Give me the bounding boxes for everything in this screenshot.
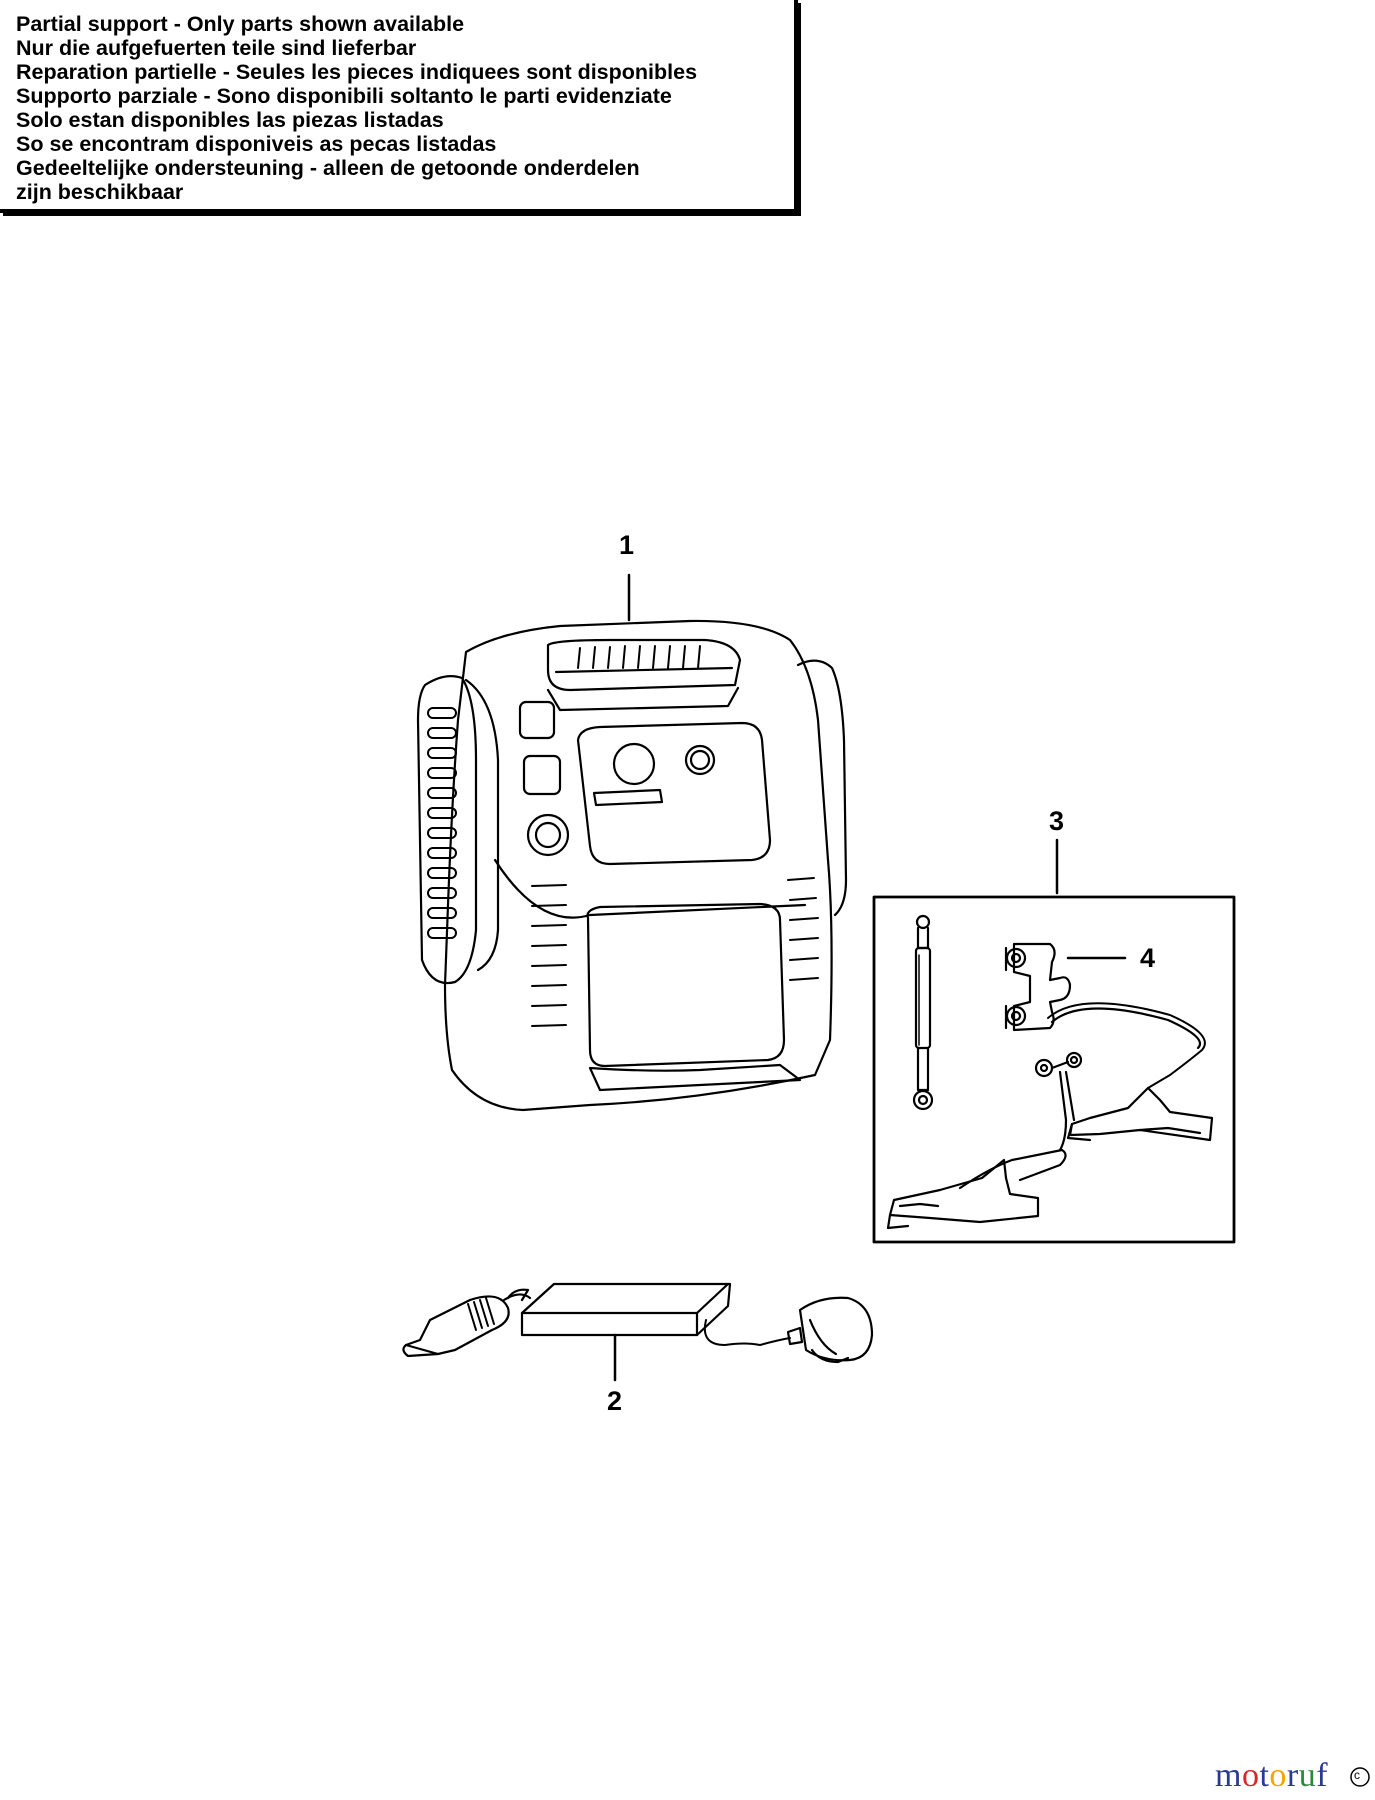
watermark-letter: r xyxy=(1286,1757,1299,1794)
watermark-letter: o xyxy=(1269,1757,1287,1794)
part-2-charger-adapter xyxy=(402,1282,874,1382)
watermark-badge-letter: c xyxy=(1354,1768,1360,1782)
watermark-badge-icon xyxy=(1350,1767,1370,1787)
part-4-connector-block xyxy=(1004,942,1127,1032)
notice-line-nl: Gedeeltelijke ondersteuning - alleen de … xyxy=(16,156,640,180)
callout-part-1: 1 xyxy=(619,530,635,560)
watermark-letter: o xyxy=(1241,1757,1260,1794)
part-3-accessory-kit xyxy=(872,838,1236,1244)
notice-box: Partial support - Only parts shown avail… xyxy=(0,0,798,213)
notice-line-pt: So se encontram disponiveis as pecas lis… xyxy=(16,132,497,156)
notice-line-it: Supporto parziale - Sono disponibili sol… xyxy=(16,84,672,108)
part-1-jump-starter-unit xyxy=(416,573,848,1112)
notice-line-de: Nur die aufgefuerten teile sind lieferba… xyxy=(16,36,417,60)
notice-line-nl-cont: zijn beschikbaar xyxy=(16,180,184,204)
watermark-letter: u xyxy=(1298,1757,1317,1794)
notice-line-en: Partial support - Only parts shown avail… xyxy=(16,12,465,36)
notice-line-es: Solo estan disponibles las piezas listad… xyxy=(16,108,444,132)
watermark-letter: f xyxy=(1316,1757,1329,1794)
notice-line-fr: Reparation partielle - Seules les pieces… xyxy=(16,60,698,84)
watermark-letter: m xyxy=(1215,1757,1242,1794)
callout-part-4: 4 xyxy=(1140,943,1156,973)
callout-part-3: 3 xyxy=(1049,806,1065,836)
watermark-logo: motoruf xyxy=(1215,1756,1328,1796)
watermark-letter: t xyxy=(1259,1757,1270,1794)
callout-part-2: 2 xyxy=(607,1386,623,1416)
